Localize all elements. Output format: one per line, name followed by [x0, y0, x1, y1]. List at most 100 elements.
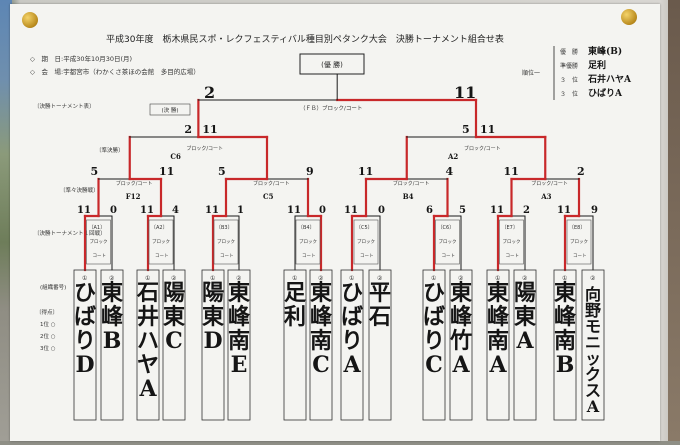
final-label: (決 勝) [161, 106, 178, 114]
team-number-8: ② [318, 275, 324, 282]
r1-court-word-1: コート [93, 253, 107, 259]
r1-block-word-4: ブロック [299, 238, 317, 245]
team-box-3 [136, 269, 160, 421]
qf-court-3: ブロック/コート [393, 180, 430, 187]
result-row-2-value: 足利 [588, 59, 606, 71]
wood-frame-strip [668, 0, 680, 441]
result-row-1-value: 東峰(B) [588, 45, 622, 57]
team-name-4: 陽東C [174, 417, 175, 419]
r1-score-left-6: 6 [426, 205, 433, 216]
team-name-3-char-5: A [138, 376, 157, 402]
r1-court-word-5: コート [360, 253, 374, 259]
r1-block-word-7: ブロック [503, 238, 521, 245]
team-box-15 [553, 269, 577, 421]
team-number-1: ① [82, 275, 87, 282]
team-name-4-char-1: 陽 [163, 280, 185, 306]
info-venue: ◇ 会 場:宇都宮市（わかくさ茶ほの会館 多目的広場） [30, 67, 200, 76]
team-box-13 [486, 269, 510, 421]
team-name-15-char-2: 峰 [554, 304, 577, 330]
team-name-6-char-2: 峰 [228, 304, 251, 330]
team-number-14: ② [522, 275, 528, 282]
r1-match-box-1 [86, 219, 111, 265]
team-name-3-char-2: 井 [137, 304, 159, 330]
team-name-8-char-1: 東 [310, 280, 332, 306]
team-name-6-char-4: E [231, 352, 248, 378]
results-block: 順位一 優 勝 東峰(B) 準優勝 足利 ３ 位 石井ハヤA ３ 位 ひばりA [522, 45, 632, 100]
team-name-12-char-3: 竹 [449, 328, 472, 354]
team-name-16-char-7: ス [585, 381, 601, 400]
team-name-7: 足利 [295, 417, 296, 419]
team-name-11-char-4: C [425, 352, 443, 378]
team-box-14 [513, 269, 537, 421]
sheet-title: 平成30年度 栃木県民スポ・レクフェスティバル種目別ペタンク大会 決勝トーナメン… [106, 33, 504, 45]
team-columns: ①ひばりDひばりD②東峰B東峰B①石井ハヤA石井ハヤA②陽東C陽東C①陽東D陽東… [73, 269, 605, 421]
team-name-6-char-1: 東 [228, 280, 250, 306]
team-name-6-char-3: 南 [228, 328, 250, 354]
team-name-5-char-2: 東 [202, 304, 224, 330]
team-name-16-char-1: 向 [585, 285, 601, 304]
r1-tag-6: 〔C6〕 [438, 225, 455, 231]
team-box-10 [368, 269, 392, 421]
team-box-5 [201, 269, 225, 421]
team-column-5: ①陽東D陽東D [201, 269, 225, 421]
team-box-4 [162, 269, 186, 421]
score-title: 〔得点〕 [36, 308, 58, 316]
r1-score-right-1: 0 [110, 205, 117, 216]
team-column-8: ②東峰南C東峰南C [309, 269, 333, 421]
team-name-2: 東峰B [112, 417, 113, 419]
qf-score-left-3: 11 [358, 165, 373, 178]
sf-score-left-1: 2 [184, 123, 192, 136]
team-column-12: ②東峰竹A東峰竹A [449, 269, 473, 421]
champion-box [299, 53, 365, 75]
team-name-13-char-3: 南 [487, 328, 509, 354]
team-name-16-char-6: ク [585, 365, 601, 384]
team-column-6: ②東峰南E東峰南E [227, 269, 251, 421]
r1-court-word-8: コート [573, 253, 587, 259]
r1-tag-5: 〔C5〕 [356, 225, 373, 231]
team-column-1: ①ひばりDひばりD [73, 269, 97, 421]
team-column-15: ①東峰南B東峰南B [553, 269, 577, 421]
outdoor-view-strip [0, 0, 12, 441]
team-name-13-char-2: 峰 [487, 304, 510, 330]
r1-score-right-4: 0 [319, 205, 326, 216]
team-name-12-char-1: 東 [450, 280, 472, 306]
qf-score-left-4: 11 [504, 165, 519, 178]
team-name-9-char-2: ば [341, 304, 363, 330]
qf-score-right-3: 4 [446, 165, 454, 178]
team-box-1 [73, 269, 97, 421]
team-name-11-char-2: ば [423, 304, 445, 330]
r1-block-word-1: ブロック [90, 238, 108, 245]
team-box-8 [309, 269, 333, 421]
team-name-9-char-1: ひ [341, 280, 363, 306]
team-name-13-char-4: A [488, 352, 507, 378]
final-label-box [149, 103, 191, 116]
team-name-1-char-1: ひ [74, 280, 96, 306]
qf-court-1: ブロック/コート [116, 180, 153, 187]
team-number-3: ① [145, 275, 150, 282]
team-name-4-char-2: 東 [163, 304, 185, 330]
result-row-3-value: 石井ハヤA [587, 73, 632, 85]
team-name-10-char-1: 平 [369, 280, 391, 306]
final-score-left: 2 [204, 83, 215, 102]
sf-score-left-2: 5 [462, 123, 470, 136]
r1-match-box-4 [295, 219, 321, 265]
team-name-9-char-3: り [341, 328, 363, 354]
team-number-16: ② [590, 275, 596, 282]
qf-score-right-4: 2 [577, 165, 585, 178]
team-column-11: ①ひばりCひばりC [422, 269, 446, 421]
r1-score-left-4: 11 [287, 205, 301, 216]
sf-note-1: C6 [170, 152, 181, 161]
pin-left [22, 12, 38, 28]
r1-court-word-2: コート [155, 253, 169, 259]
team-name-8-char-4: C [312, 352, 330, 378]
team-number-11: ① [431, 275, 436, 282]
r1-match-box-2 [148, 219, 174, 265]
r1-block-word-5: ブロック [357, 238, 375, 245]
